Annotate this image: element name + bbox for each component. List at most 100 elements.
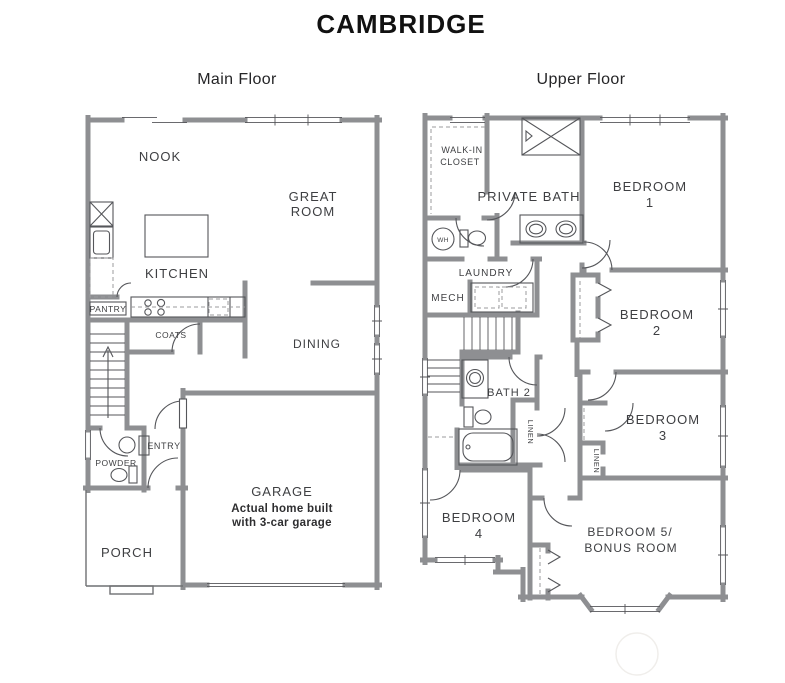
main-floor-walls <box>83 115 382 590</box>
washer <box>474 286 500 309</box>
dishwasher <box>208 298 229 316</box>
bath2-door-arc <box>508 356 538 386</box>
room-label-mech: MECH <box>431 293 464 304</box>
label-water-heater: WH <box>437 237 448 244</box>
room-label-garage: GARAGE <box>251 484 313 499</box>
garage-door-leaf <box>178 398 188 429</box>
room-label-bedroom3: BEDROOM <box>626 412 700 427</box>
tub-faucet <box>465 444 471 450</box>
cooktop-burner <box>156 298 166 308</box>
toilet-tank <box>459 229 469 248</box>
room-label-bedroom5-bonus: BEDROOM 5/ <box>587 525 672 539</box>
water-closet-door-arc <box>455 217 485 247</box>
powder-toilet <box>110 467 128 483</box>
coats-door-arc <box>171 323 201 353</box>
bath2-toilet-tank <box>463 406 474 428</box>
upper-stairs <box>427 317 513 393</box>
porch-step <box>109 585 154 595</box>
room-label-bedroom2: BEDROOM <box>620 307 694 322</box>
room-label-bedroom4: BEDROOM <box>442 510 516 525</box>
kitchen-island <box>144 214 209 258</box>
room-label-laundry: LAUNDRY <box>459 268 514 279</box>
watermark-circle <box>615 632 659 676</box>
toilet-bowl <box>467 230 487 246</box>
entry-door-arc <box>147 457 179 489</box>
main-floor-windows <box>85 114 382 588</box>
upper-floor-dashed-details <box>428 126 585 595</box>
pantry-label-box <box>89 301 127 316</box>
porch-outline <box>85 490 183 587</box>
bedroom2-bifold-doors <box>597 282 613 333</box>
main-floor-dashed-details <box>89 257 245 316</box>
main-floor-heading: Main Floor <box>197 71 277 88</box>
bedroom2-door-arc <box>583 241 613 271</box>
oven <box>89 226 114 259</box>
double-vanity <box>519 214 584 244</box>
room-label-powder: POWDER <box>95 458 136 468</box>
room-label-great-room: GREAT <box>289 189 338 204</box>
powder-door-arc <box>99 427 129 457</box>
bath2-toilet-bowl <box>474 409 492 425</box>
base-cabinet <box>89 257 114 298</box>
room-label-coats: COATS <box>155 330 186 340</box>
upper-floor-windows <box>420 114 728 614</box>
room-label-bath2: BATH 2 <box>487 387 531 399</box>
garage-note-line2: with 3-car garage <box>231 517 332 529</box>
plan-title: CAMBRIDGE <box>316 9 485 39</box>
svg-text:ROOM: ROOM <box>291 204 335 219</box>
linen-door-arc <box>536 407 566 437</box>
upper-floor-doors <box>429 191 634 593</box>
main-floor-fixtures <box>85 201 246 595</box>
bonus-room-door-arc <box>543 497 573 527</box>
linen-door-arc <box>536 433 566 463</box>
svg-text:2: 2 <box>653 323 661 338</box>
walkin-closet-door-arc <box>486 191 516 221</box>
vanity-sink <box>555 220 577 238</box>
garage-door-arc <box>154 400 184 430</box>
washer-dryer-nook <box>470 282 534 313</box>
svg-text:4: 4 <box>475 526 483 541</box>
shower <box>521 117 581 156</box>
water-heater <box>431 227 455 251</box>
dryer <box>501 286 527 309</box>
room-label-nook: NOOK <box>139 149 181 164</box>
room-label-kitchen: KITCHEN <box>145 266 209 281</box>
room-label-bedroom1: BEDROOM <box>613 179 687 194</box>
garage-note-line1: Actual home built <box>231 503 333 515</box>
upper-floor-plan: WALK-IN CLOSET PRIVATE BATH BEDROOM 1 WH… <box>420 113 728 614</box>
walkin-closet-shelving <box>430 126 485 214</box>
main-floor-labels: NOOK GREAT ROOM KITCHEN PANTRY COATS DIN… <box>90 149 341 560</box>
upper-floor-heading: Upper Floor <box>537 71 626 88</box>
room-label-linen-1: LINEN <box>526 420 535 445</box>
bedroom4-door-arc <box>429 469 461 501</box>
vanity-sink <box>525 220 547 238</box>
svg-text:1: 1 <box>646 195 654 210</box>
cooktop-burner <box>157 308 165 316</box>
room-label-linen-2: LINEN <box>592 449 601 474</box>
shower-head <box>525 129 533 143</box>
room-label-private-bath: PRIVATE BATH <box>477 189 580 204</box>
bath2-sink-counter <box>461 359 489 399</box>
refrigerator <box>89 201 114 227</box>
cooktop-burner <box>144 308 152 316</box>
main-stairs <box>90 333 125 418</box>
upper-floor-labels: WALK-IN CLOSET PRIVATE BATH BEDROOM 1 WH… <box>431 145 700 555</box>
room-label-dining: DINING <box>293 337 341 351</box>
bath2-sink <box>465 368 485 388</box>
pantry-door-arc <box>116 282 132 298</box>
upper-floor-walls <box>420 113 728 613</box>
stairs-arrow <box>102 345 114 418</box>
room-label-pantry: PANTRY <box>90 304 127 314</box>
svg-text:3: 3 <box>659 428 667 443</box>
bedroom3-door-arc <box>587 371 617 401</box>
cooktop-burner <box>144 299 152 307</box>
powder-sink <box>118 436 136 454</box>
bedroom5-bifold-doors <box>547 549 562 593</box>
main-floor-doors <box>99 282 201 489</box>
bathtub <box>458 428 518 466</box>
main-floor-plan: NOOK GREAT ROOM KITCHEN PANTRY COATS DIN… <box>83 114 382 595</box>
svg-text:CLOSET: CLOSET <box>440 157 480 167</box>
bedroom3-closet-door-arc <box>604 402 634 432</box>
